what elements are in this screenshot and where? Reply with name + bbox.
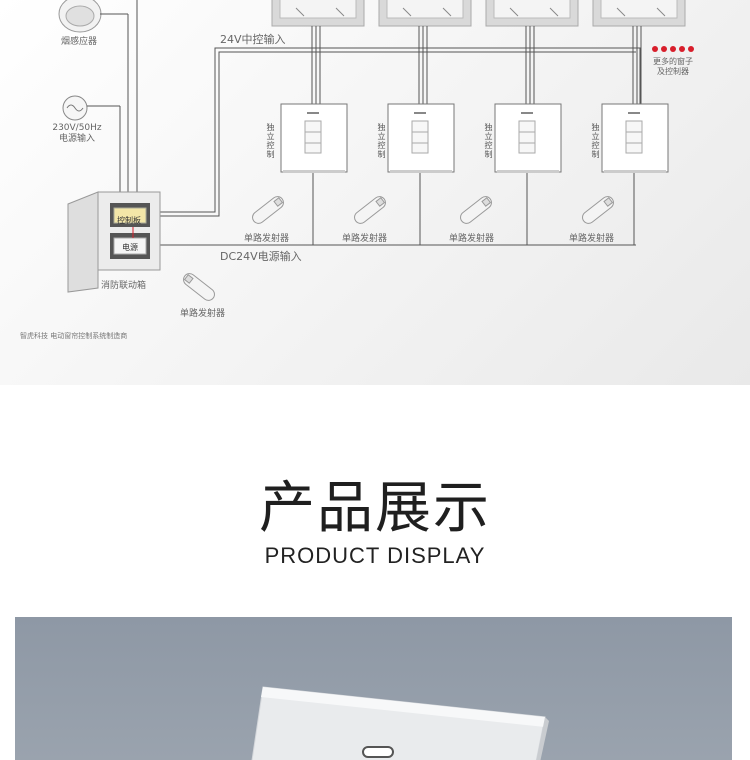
- transmitter-label: 单路发射器: [449, 234, 494, 245]
- indicator-dot: [661, 46, 667, 52]
- window-unit: [593, 0, 685, 26]
- transmitter-label: 单路发射器: [244, 234, 289, 245]
- window-unit: [486, 0, 578, 26]
- diagram-drawing: [0, 0, 750, 385]
- independent-control-label: 独立控制: [484, 123, 493, 159]
- wall-switches: [281, 104, 668, 173]
- company-credit: 智虎科技 电动窗帘控制系统制造商: [20, 331, 127, 341]
- ac-power-input: [63, 96, 120, 195]
- transmitter-label: 单路发射器: [342, 234, 387, 245]
- power-input-label: 230V/50Hz 电源输入: [44, 123, 110, 145]
- power-input-text: 电源输入: [44, 134, 110, 145]
- product-photo: [15, 617, 732, 760]
- more-windows-indicator: [652, 46, 694, 52]
- window-unit: [272, 0, 364, 26]
- indicator-dot: [652, 46, 658, 52]
- transmitter-label: 单路发射器: [569, 234, 614, 245]
- transmitter-device: [580, 194, 616, 226]
- wall-switch: [388, 104, 454, 173]
- power-module-label: 电源: [122, 242, 138, 253]
- section-title-zh: 产品展示: [0, 476, 750, 542]
- transmitter-device: [458, 194, 494, 226]
- indicator-dot: [688, 46, 694, 52]
- window-unit: [379, 0, 471, 26]
- window-units: [272, 0, 685, 26]
- independent-control-label: 独立控制: [591, 123, 600, 159]
- control-board-label: 控制板: [117, 215, 141, 226]
- section-title-en: PRODUCT DISPLAY: [0, 543, 750, 569]
- product-switch-illustration: [15, 617, 732, 760]
- indicator-light-icon: [363, 747, 393, 757]
- window-to-switch-wires: [312, 26, 641, 104]
- independent-control-label: 独立控制: [266, 123, 275, 159]
- smoke-sensor-label: 烟感应器: [61, 37, 97, 48]
- transmitter-label: 单路发射器: [180, 309, 225, 320]
- fire-linkage-box: [68, 192, 160, 292]
- more-windows-label: 更多的窗子 及控制器: [646, 57, 700, 77]
- independent-control-label: 独立控制: [377, 123, 386, 159]
- transmitter-device: [181, 271, 217, 303]
- power-input-voltage: 230V/50Hz: [44, 123, 110, 134]
- power-bus-label: DC24V电源输入: [220, 251, 302, 262]
- system-wiring-diagram: 烟感应器 230V/50Hz 电源输入 24V中控输入 DC24V电源输入 更多…: [0, 0, 750, 385]
- more-windows-line1: 更多的窗子: [646, 57, 700, 67]
- fire-box-label: 消防联动箱: [101, 281, 146, 292]
- indicator-dot: [670, 46, 676, 52]
- wall-switch: [495, 104, 561, 173]
- transmitter-device: [250, 194, 286, 226]
- wall-switch: [281, 104, 347, 173]
- power-bus-wires: [160, 172, 636, 245]
- indicator-dot: [679, 46, 685, 52]
- wall-switch: [602, 104, 668, 173]
- more-windows-line2: 及控制器: [646, 67, 700, 77]
- remote-transmitters: [181, 194, 616, 303]
- transmitter-device: [352, 194, 388, 226]
- control-bus-label: 24V中控输入: [220, 34, 286, 45]
